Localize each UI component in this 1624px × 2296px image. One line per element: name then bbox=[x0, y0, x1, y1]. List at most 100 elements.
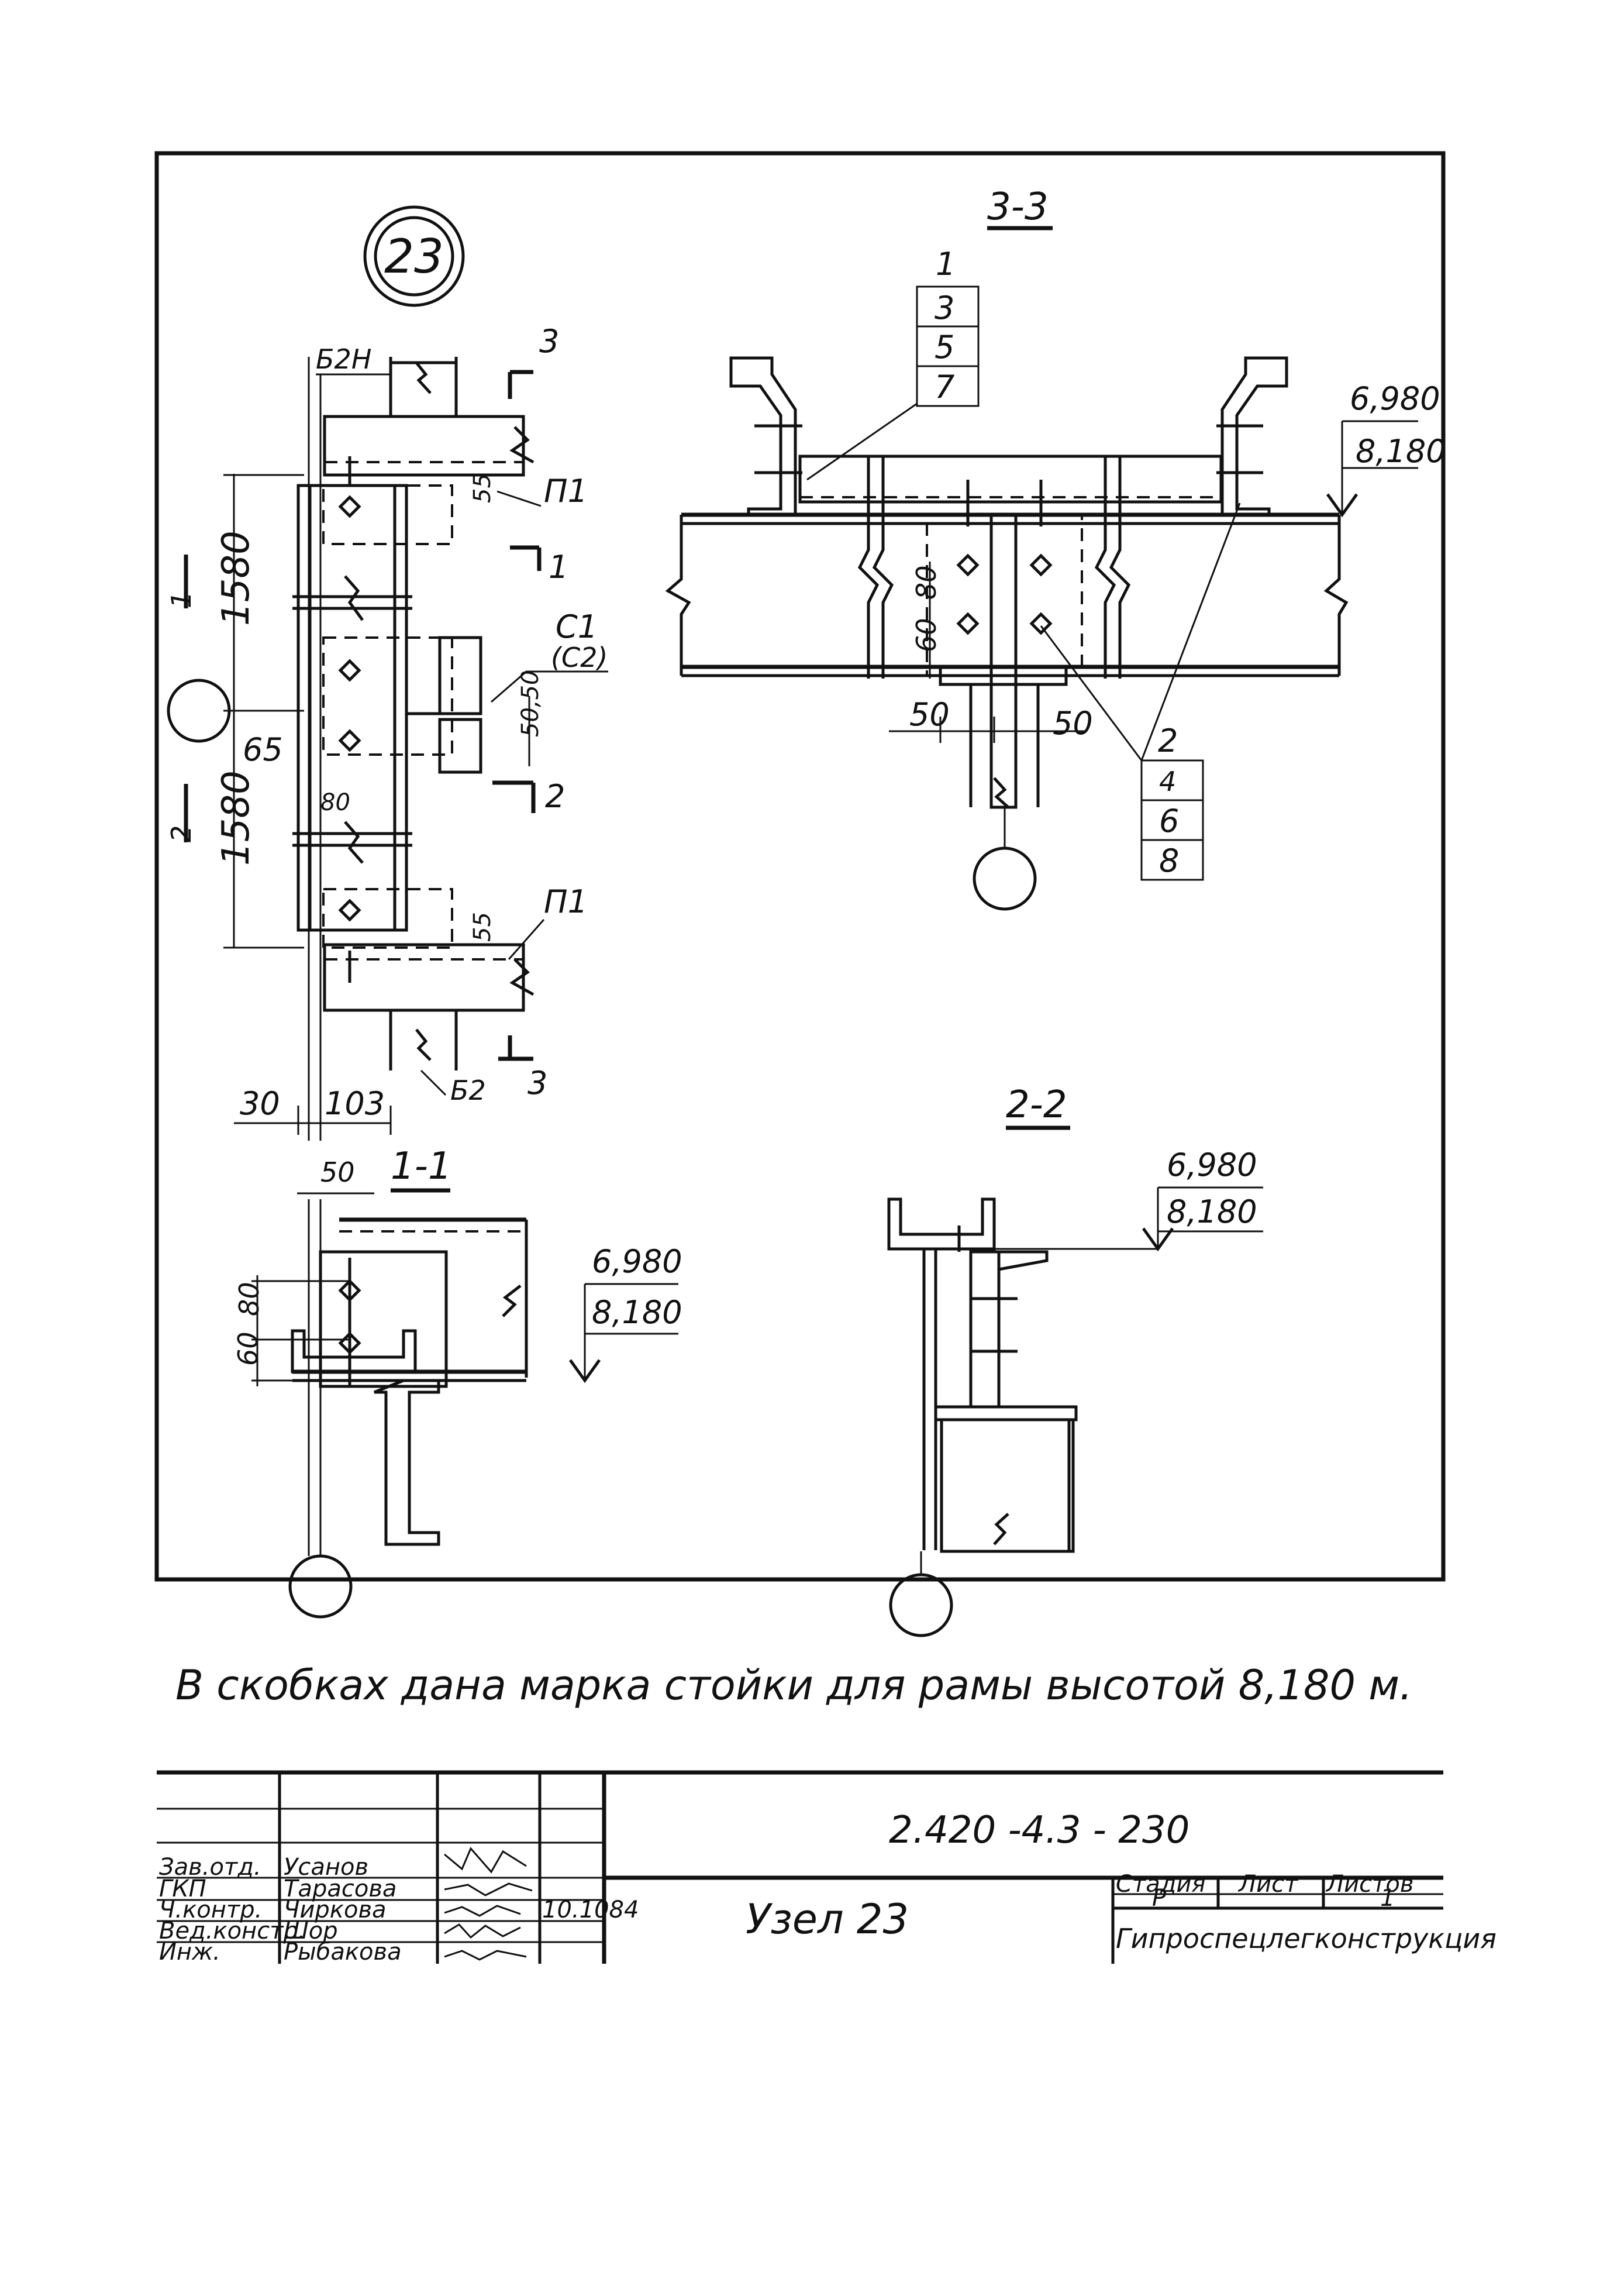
side-plate-c1-upper bbox=[438, 636, 482, 715]
bolt-group bbox=[338, 456, 361, 983]
column-web-2-2 bbox=[969, 1250, 1001, 1409]
svg-text:6,980: 6,980 bbox=[1167, 1147, 1257, 1183]
svg-text:3: 3 bbox=[935, 290, 954, 326]
section-2-2-title: 2-2 bbox=[1006, 1083, 1067, 1127]
role-1: ГКП bbox=[159, 1875, 206, 1902]
callout-stack-odd: 1 3 5 7 bbox=[806, 246, 980, 481]
name-3: Шор bbox=[284, 1918, 338, 1944]
svg-text:1: 1 bbox=[165, 591, 197, 608]
elevation-mark-2-2: 6,980 8,180 bbox=[1142, 1147, 1263, 1252]
doc-code: 2.420 -4.3 - 230 bbox=[889, 1809, 1189, 1852]
cut-mark-3-bottom: 3 bbox=[498, 1035, 547, 1101]
svg-text:1: 1 bbox=[549, 549, 568, 586]
channel-left bbox=[729, 356, 797, 517]
dim-50-right-3-3: 50 bbox=[1053, 705, 1093, 742]
svg-text:3: 3 bbox=[539, 323, 559, 360]
svg-text:8: 8 bbox=[1159, 842, 1179, 879]
channel-2-2 bbox=[887, 1197, 996, 1251]
stage-header: Стадия bbox=[1116, 1871, 1205, 1898]
name-0: Усанов bbox=[284, 1854, 368, 1881]
axis-marker-circle-2-2 bbox=[889, 1573, 953, 1637]
dim-65: 65 bbox=[243, 731, 283, 768]
upper-girder bbox=[323, 415, 525, 477]
sheet-frame bbox=[154, 151, 1446, 1582]
role-4: Инж. bbox=[159, 1939, 220, 1965]
name-4: Рыбакова bbox=[284, 1939, 402, 1965]
dim-80-left: 80 bbox=[320, 789, 350, 816]
top-plate bbox=[798, 455, 1223, 504]
axis-marker-circle-3-3 bbox=[973, 846, 1037, 911]
name-2: Чиркова bbox=[284, 1896, 387, 1923]
base-plate-2-2 bbox=[934, 1405, 1078, 1421]
cut-mark-3-top: 3 bbox=[508, 323, 559, 399]
svg-text:8,180: 8,180 bbox=[1356, 433, 1446, 470]
label-c2: (С2) bbox=[551, 642, 608, 673]
svg-text:1: 1 bbox=[936, 246, 956, 283]
dim-60-3-3: 60 bbox=[911, 618, 942, 652]
callout-stack-even: 2 4 6 8 bbox=[1040, 502, 1241, 881]
title-block: 2.420 -4.3 - 230 Узел 23 Стадия Лист Лис… bbox=[157, 1770, 1497, 1965]
label-b2n: Б2Н bbox=[316, 343, 371, 375]
svg-text:6,980: 6,980 bbox=[592, 1243, 682, 1280]
cut-mark-2: 2 bbox=[492, 778, 565, 815]
zee-section-1-1 bbox=[374, 1379, 440, 1546]
svg-text:2: 2 bbox=[165, 825, 197, 842]
cut-mark-2-left: 2 bbox=[165, 784, 197, 842]
column-web-section bbox=[989, 513, 1018, 809]
dim-50-left-3-3: 50 bbox=[909, 696, 950, 733]
label-p1-upper: П1 bbox=[544, 473, 588, 510]
left-elevation-view: 3 3 1 2 1 2 158 bbox=[165, 323, 608, 1141]
cut-mark-1: 1 bbox=[510, 545, 568, 586]
section-3-3: 3-3 1 3 5 7 bbox=[665, 185, 1446, 911]
section-2-2: 2-2 6,980 8,180 bbox=[887, 1083, 1263, 1637]
dim-50-50: 50,50 bbox=[517, 670, 544, 737]
role-2: Ч.контр. bbox=[159, 1896, 262, 1923]
label-b2: Б2 bbox=[450, 1075, 486, 1106]
svg-text:6: 6 bbox=[1159, 803, 1179, 839]
stage-value: Р bbox=[1152, 1885, 1167, 1912]
svg-text:2: 2 bbox=[545, 778, 565, 815]
dim-50-1-1: 50 bbox=[320, 1156, 355, 1188]
sheets-header: Листов bbox=[1325, 1871, 1413, 1898]
elevation-mark-3-3: 6,980 8,180 bbox=[1326, 380, 1446, 518]
drawing-title: Узел 23 bbox=[746, 1895, 909, 1943]
label-c1: С1 bbox=[556, 608, 598, 645]
role-0: Зав.отд. bbox=[159, 1854, 261, 1881]
svg-text:8,180: 8,180 bbox=[1167, 1193, 1257, 1230]
role-3: Вед.констр. bbox=[159, 1918, 306, 1944]
dim-1580-lower: 1580 bbox=[215, 770, 258, 866]
section-1-1: 1-1 50 80 60 6,980 8,180 bbox=[232, 1145, 682, 1619]
dim-30: 30 bbox=[240, 1085, 280, 1122]
svg-text:7: 7 bbox=[935, 369, 954, 405]
section-1-1-title: 1-1 bbox=[391, 1145, 452, 1188]
organization-name: Гипроспецлегконструкция bbox=[1116, 1923, 1497, 1954]
dim-80-1-1: 80 bbox=[233, 1282, 265, 1316]
approval-date: 10.1084 bbox=[542, 1896, 639, 1923]
sheets-value: 1 bbox=[1380, 1885, 1395, 1912]
node-badge: 23 bbox=[363, 205, 465, 307]
bolt-group-3-3 bbox=[754, 424, 1263, 635]
dim-55-lower: 55 bbox=[469, 912, 496, 942]
name-1: Тарасова bbox=[284, 1875, 396, 1902]
signature-scribbles bbox=[444, 1847, 533, 1961]
svg-text:8,180: 8,180 bbox=[592, 1294, 682, 1331]
axis-marker-circle bbox=[167, 679, 231, 743]
elevation-mark-1-1: 6,980 8,180 bbox=[568, 1243, 682, 1383]
column-main bbox=[296, 484, 408, 932]
svg-text:5: 5 bbox=[935, 329, 954, 366]
side-plate-c1-lower bbox=[438, 718, 482, 774]
dim-60-1-1: 60 bbox=[232, 1331, 264, 1366]
axis-marker-circle-1-1 bbox=[288, 1554, 353, 1619]
node-badge-number: 23 bbox=[384, 229, 444, 284]
svg-text:4: 4 bbox=[1159, 766, 1176, 797]
svg-text:3: 3 bbox=[527, 1065, 547, 1101]
svg-text:2: 2 bbox=[1158, 722, 1178, 759]
dim-1580-upper: 1580 bbox=[215, 531, 258, 626]
dim-103: 103 bbox=[325, 1085, 385, 1122]
label-p1-lower: П1 bbox=[544, 883, 588, 920]
section-3-3-title: 3-3 bbox=[987, 185, 1049, 229]
dim-80-3-3: 80 bbox=[911, 565, 942, 600]
svg-text:6,980: 6,980 bbox=[1350, 380, 1440, 417]
drawing-note: В скобках дана марка стойки для рамы выс… bbox=[175, 1661, 1412, 1709]
